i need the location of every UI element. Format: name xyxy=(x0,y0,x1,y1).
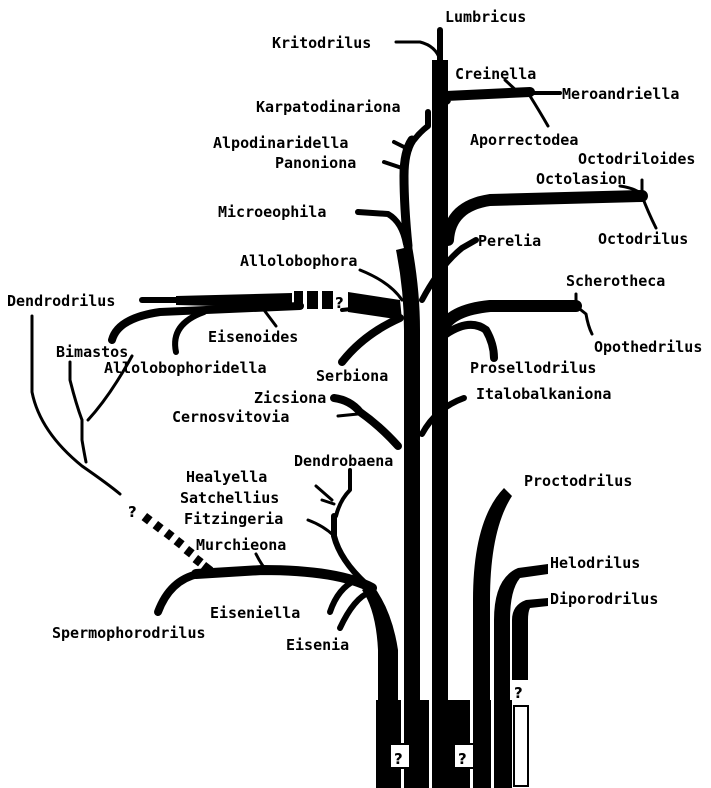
label-eisenoides: Eisenoides xyxy=(208,328,298,346)
label-serbiona: Serbiona xyxy=(316,367,388,385)
dendrodrilus-block-2 xyxy=(307,291,318,309)
label-kritodrilus: Kritodrilus xyxy=(272,34,371,52)
dendrodrilus-block-1 xyxy=(294,291,303,309)
qbox-2 xyxy=(453,743,475,769)
qmark-box-2: ? xyxy=(458,750,467,768)
label-murchieona: Murchieona xyxy=(196,536,286,554)
label-bimastos: Bimastos xyxy=(56,343,128,361)
label-allolobophoridella: Allolobophoridella xyxy=(104,359,267,377)
label-scherotheca: Scherotheca xyxy=(566,272,665,290)
label-opothedrilus: Opothedrilus xyxy=(594,338,702,356)
uncertain-marks: ? ? ? ? ? xyxy=(128,294,523,768)
uncertain-boxes xyxy=(389,705,529,787)
label-lumbricus: Lumbricus xyxy=(445,8,526,26)
label-microeophila: Microeophila xyxy=(218,203,326,221)
dendrodrilus-block-3 xyxy=(322,291,333,309)
label-helodrilus: Helodrilus xyxy=(550,554,640,572)
label-karpatodinariona: Karpatodinariona xyxy=(256,98,401,116)
label-creinella: Creinella xyxy=(455,65,536,83)
label-eisenia: Eisenia xyxy=(286,636,349,654)
trunk-lumbricus xyxy=(432,60,448,788)
dendrodrilus-thick-bar xyxy=(176,293,292,308)
allolobophora-wedge xyxy=(348,292,402,320)
label-perelia: Perelia xyxy=(478,232,541,250)
murchieona-hatch xyxy=(141,513,214,575)
label-spermophorodrilus: Spermophorodrilus xyxy=(52,624,206,642)
uncertain-segments xyxy=(141,291,402,575)
label-octodrilus: Octodrilus xyxy=(598,230,688,248)
label-italobalkaniona: Italobalkaniona xyxy=(476,385,611,403)
label-proctodrilus: Proctodrilus xyxy=(524,472,632,490)
label-meroandriella: Meroandriella xyxy=(562,85,679,103)
label-dendrodrilus: Dendrodrilus xyxy=(7,292,115,310)
qbox-diporodrilus xyxy=(513,705,529,787)
taxon-labels: Lumbricus Kritodrilus Creinella Meroandr… xyxy=(7,8,702,654)
qmark-dendrodrilus: ? xyxy=(335,294,344,312)
label-eiseniella: Eiseniella xyxy=(210,604,300,622)
trunk-diporodrilus xyxy=(512,598,548,680)
qmark-box-1: ? xyxy=(394,750,403,768)
label-prosellodrilus: Prosellodrilus xyxy=(470,359,596,377)
label-cernosvitovia: Cernosvitovia xyxy=(172,408,289,426)
label-aporrectodea: Aporrectodea xyxy=(470,131,578,149)
trunk-separators xyxy=(401,660,494,788)
trunk-allolobophora xyxy=(396,246,420,788)
label-panoniona: Panoniona xyxy=(275,154,356,172)
label-zicsiona: Zicsiona xyxy=(254,389,326,407)
label-fitzingeria: Fitzingeria xyxy=(184,510,283,528)
label-dendrobaena: Dendrobaena xyxy=(294,452,393,470)
qmark-murchieona: ? xyxy=(128,503,137,521)
label-alpodinaridella: Alpodinaridella xyxy=(213,134,348,152)
label-satchellius: Satchellius xyxy=(180,489,279,507)
label-healyella: Healyella xyxy=(186,468,267,486)
branch-group xyxy=(30,27,658,631)
label-octolasion: Octolasion xyxy=(536,170,626,188)
trunk-group xyxy=(362,60,548,788)
qmark-diporodrilus: ? xyxy=(514,684,523,702)
label-octodriloides: Octodriloides xyxy=(578,150,695,168)
label-allolobophora: Allolobophora xyxy=(240,252,357,270)
qbox-1 xyxy=(389,743,411,769)
label-diporodrilus: Diporodrilus xyxy=(550,590,658,608)
